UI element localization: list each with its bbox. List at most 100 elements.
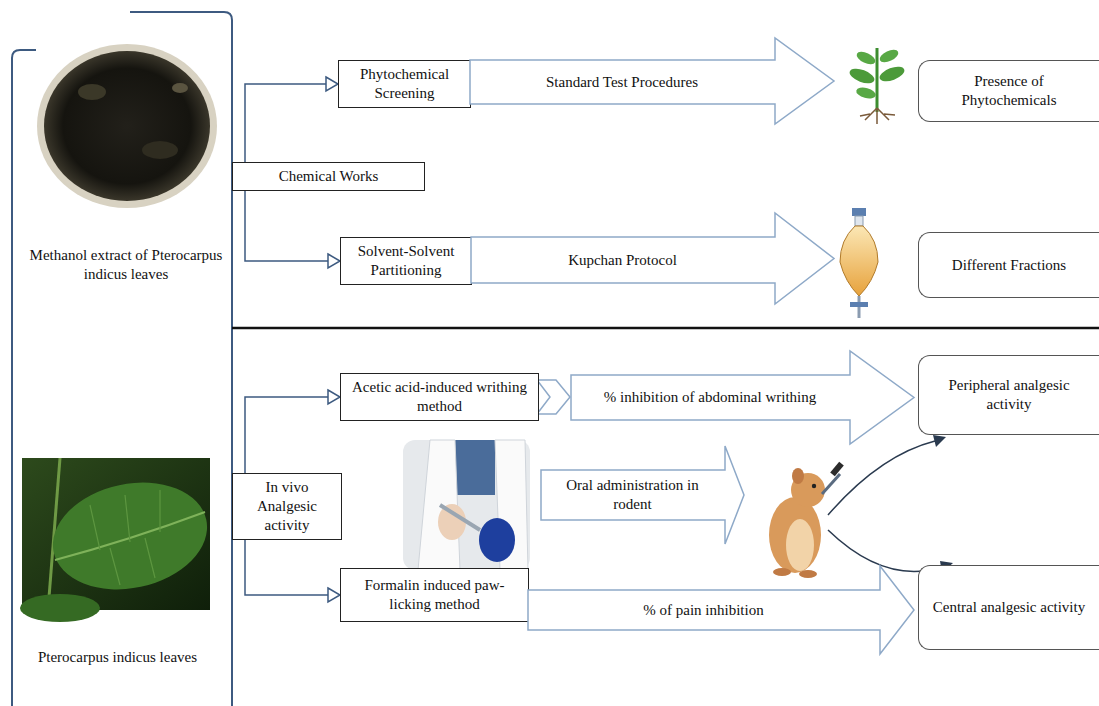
glove: [479, 518, 515, 562]
group-box: In vivo Analgesic activity: [232, 473, 342, 540]
plant-leaf: [878, 47, 900, 65]
pointer-line: [828, 441, 935, 515]
extract-spot: [78, 84, 106, 100]
arrow-text-area: Kupchan Protocol: [470, 237, 775, 283]
node-text: Oral administration in rodent: [548, 476, 717, 514]
plant-leaf: [848, 66, 877, 86]
arrow-shape: Kupchan Protocol: [470, 212, 835, 305]
group-box: Chemical Works: [232, 162, 425, 191]
arrow-head: [328, 390, 340, 404]
leaf: [20, 594, 100, 622]
leaf-photo: [20, 458, 217, 622]
funnel-body: [840, 226, 878, 296]
arrow-outline: [571, 351, 914, 444]
section-divider: [232, 327, 1099, 330]
connector-line: [245, 84, 326, 162]
leaf: [43, 469, 217, 603]
shirt: [455, 440, 495, 495]
arrow-text-area: % of pain inhibition: [527, 590, 880, 630]
extract-spot: [172, 83, 188, 93]
rodent-belly: [786, 519, 814, 571]
connector-line: [245, 540, 328, 595]
stopper: [852, 208, 866, 216]
plant-leaf: [855, 49, 877, 67]
node-text: Solvent-Solvent Partitioning: [347, 242, 465, 280]
feeding-tube: [822, 474, 840, 494]
arrow-text-area: Oral administration in rodent: [540, 470, 725, 520]
process-box: Acetic acid-induced writhing method: [340, 373, 539, 421]
connector-line: [245, 397, 328, 473]
arrow-shape: % inhibition of abdominal writhing: [570, 350, 915, 445]
node-text: In vivo Analgesic activity: [239, 478, 335, 534]
rodent-body: [769, 497, 821, 573]
node-text: Phytochemical Screening: [345, 65, 464, 103]
result-box: Central analgesic activity: [918, 565, 1099, 650]
result-box: Different Fractions: [918, 232, 1099, 298]
arrow-shape: Standard Test Procedures: [469, 37, 835, 125]
arrow-text-area: Standard Test Procedures: [469, 60, 775, 104]
rodent-icon: [769, 462, 844, 578]
pointer-head: [933, 435, 946, 447]
node-text: % of pain inhibition: [643, 601, 763, 620]
arrow-outline: [541, 446, 744, 544]
rodent-eye: [812, 484, 816, 488]
connector: [245, 540, 340, 602]
stopcock: [850, 302, 868, 307]
arrow-outline: [471, 213, 834, 304]
arrow-shape: Oral administration in rodent: [540, 445, 745, 545]
extract-photo: [37, 44, 217, 208]
funnel-icon: [840, 208, 878, 318]
arrow-head: [328, 588, 340, 602]
leaf-vein: [90, 490, 160, 585]
hand: [438, 504, 466, 540]
arrow-outline: [470, 38, 834, 124]
rodent-foot: [773, 568, 791, 576]
funnel-neck: [855, 216, 863, 226]
arrow-outline: [528, 566, 914, 654]
arrow-head: [326, 77, 338, 91]
scientist-photo: [403, 440, 530, 570]
arrow-shape: % of pain inhibition: [527, 565, 915, 655]
result-box: Presence of Phytochemicals: [918, 60, 1099, 122]
result-box: Peripheral analgesic activity: [918, 355, 1099, 435]
node-text: Different Fractions: [952, 256, 1066, 275]
connector: [245, 191, 340, 268]
node-text: Peripheral analgesic activity: [927, 376, 1091, 414]
photo-ground: [403, 440, 530, 570]
tube-bulb: [830, 462, 844, 477]
plant-icon: [848, 47, 907, 124]
connector: [245, 77, 338, 162]
process-box: Solvent-Solvent Partitioning: [340, 237, 472, 285]
arrow-outline: [540, 445, 745, 545]
process-box: Formalin induced paw-licking method: [340, 568, 529, 622]
node-text: Formalin induced paw-licking method: [347, 576, 522, 614]
node-text: Central analgesic activity: [933, 598, 1085, 617]
plant-leaf: [855, 86, 877, 101]
plant-leaf: [878, 64, 907, 84]
rodent-foot: [799, 570, 817, 578]
connector-line: [245, 191, 328, 261]
node-text: Standard Test Procedures: [546, 73, 698, 92]
image-caption: Pterocarpus indicus leaves: [15, 648, 220, 667]
arrow-head: [328, 254, 340, 268]
node-text: Kupchan Protocol: [568, 251, 677, 270]
image-caption: Methanol extract of Pterocarpus indicus …: [22, 246, 230, 284]
extract-spot: [142, 141, 178, 159]
syringe: [440, 505, 480, 530]
connector: [245, 390, 340, 473]
leaf-vein: [55, 512, 205, 560]
extract: [44, 51, 210, 201]
arrow-text-area: % inhibition of abdominal writhing: [570, 375, 850, 420]
dish-rim: [37, 44, 217, 208]
node-text: Presence of Phytochemicals: [927, 72, 1091, 110]
node-text: Acetic acid-induced writhing method: [347, 378, 532, 416]
node-text: Chemical Works: [279, 167, 379, 186]
chevron: [537, 380, 570, 414]
plant-roots: [860, 108, 895, 124]
plant-stem: [876, 48, 879, 112]
node-text: % inhibition of abdominal writhing: [604, 388, 816, 407]
process-box: Phytochemical Screening: [338, 60, 471, 108]
rodent-ear: [792, 468, 804, 484]
